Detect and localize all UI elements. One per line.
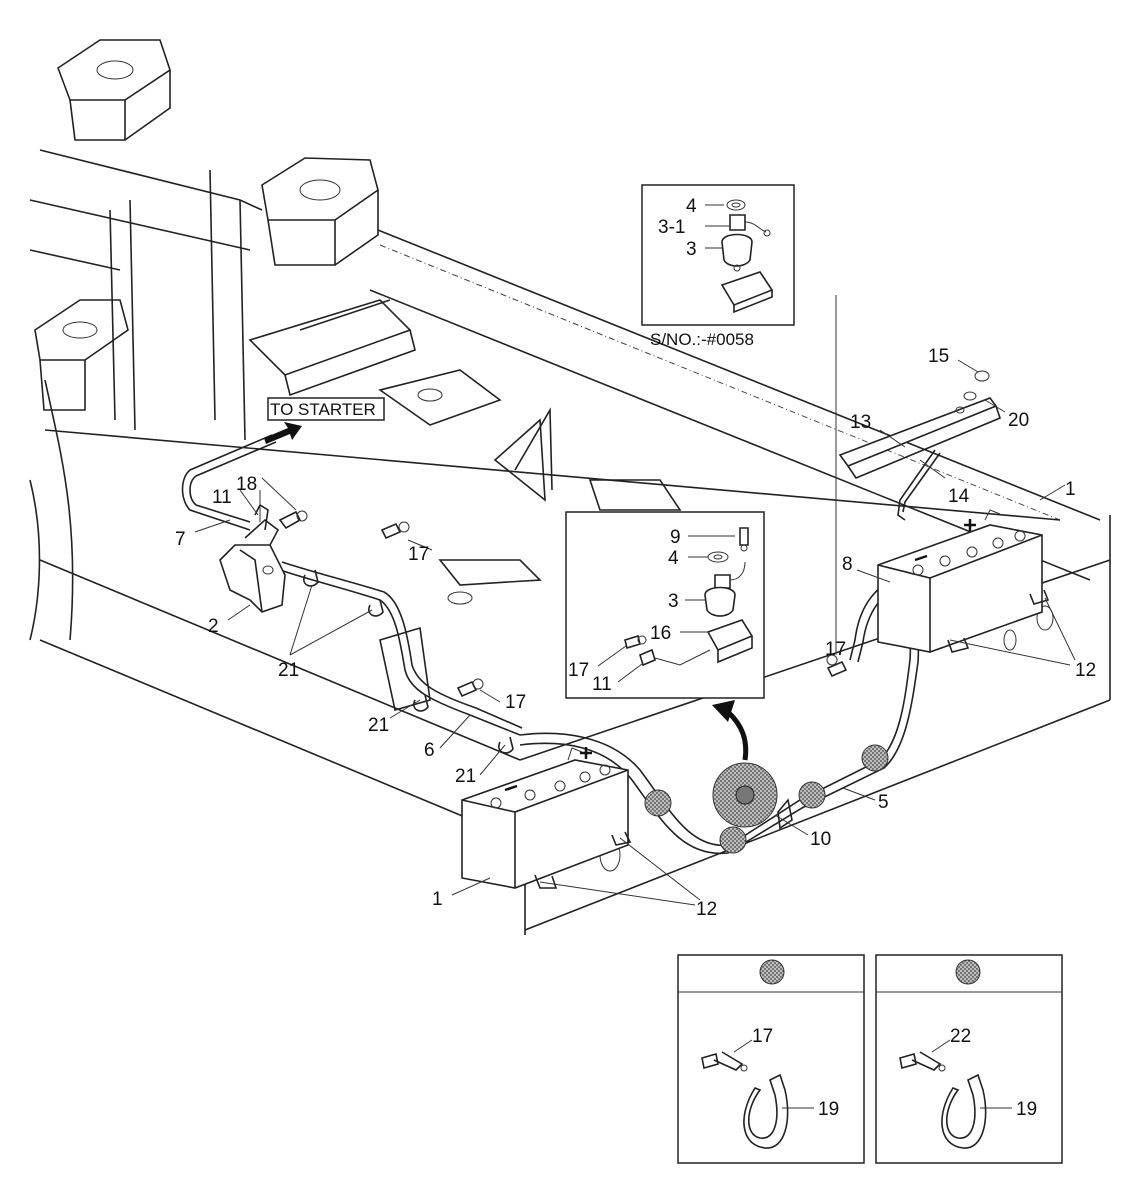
callout-11: 11 <box>212 487 232 508</box>
callout-18: 18 <box>236 474 257 495</box>
callout-8: 8 <box>842 554 853 575</box>
detail-switch-box: 9 4 3 16 17 11 <box>565 511 765 699</box>
callout-13: 13 <box>850 412 871 433</box>
callout-labels: 18 11 7 17 2 21 17 21 6 21 1 12 10 5 8 1… <box>175 346 1096 920</box>
callout-22: 22 <box>950 1026 971 1047</box>
to-starter-label: TO STARTER <box>270 400 376 419</box>
callout-19-right: 19 <box>1016 1099 1037 1120</box>
callout-7: 7 <box>175 529 186 550</box>
callout-16: 16 <box>650 623 671 644</box>
callout-17-detail: 17 <box>568 660 589 681</box>
callout-15: 15 <box>928 346 949 367</box>
serial-note: S/NO.:-#0058 <box>650 330 754 349</box>
chassis-frame <box>29 39 1111 935</box>
callout-17-clamp: 17 <box>752 1026 773 1047</box>
callout-17-a: 17 <box>408 544 429 565</box>
callout-3-detail: 3 <box>668 591 679 612</box>
callout-19-left: 19 <box>818 1099 839 1120</box>
callout-2: 2 <box>208 616 219 637</box>
to-starter-callout: TO STARTER <box>264 397 385 444</box>
switch-bracket <box>219 503 308 613</box>
leader-lines <box>194 295 1076 906</box>
callout-12-right: 12 <box>1075 660 1096 681</box>
battery-hold-bar <box>838 370 1001 521</box>
callout-17-c: 17 <box>825 639 846 660</box>
callout-11-detail: 11 <box>592 674 612 695</box>
detail-clamp-left: 17 19 <box>677 954 865 1164</box>
detail-arrow <box>712 700 749 761</box>
callout-3-1: 3-1 <box>658 217 685 238</box>
callout-10: 10 <box>810 829 831 850</box>
callout-14: 14 <box>948 486 970 507</box>
callout-6: 6 <box>424 740 435 761</box>
callout-5: 5 <box>878 792 889 813</box>
callout-1-left: 1 <box>432 889 443 910</box>
callout-4-detail: 4 <box>668 548 679 569</box>
callout-17-b: 17 <box>505 692 526 713</box>
callout-1-right: 1 <box>1065 479 1076 500</box>
callout-21-b: 21 <box>368 715 389 736</box>
callout-12-left: 12 <box>696 899 717 920</box>
detail-clamp-right: 22 19 <box>875 954 1063 1164</box>
callout-21-c: 21 <box>455 766 476 787</box>
callout-9: 9 <box>670 527 681 548</box>
detail-serial-box: 4 3-1 3 <box>641 184 795 326</box>
battery-left <box>461 747 632 889</box>
bolts-clamps <box>303 521 848 830</box>
callout-20: 20 <box>1008 410 1029 431</box>
callout-3-top: 3 <box>686 239 697 260</box>
callout-4-top: 4 <box>686 196 697 217</box>
callout-21-a: 21 <box>278 660 299 681</box>
battery-right <box>877 509 1050 653</box>
